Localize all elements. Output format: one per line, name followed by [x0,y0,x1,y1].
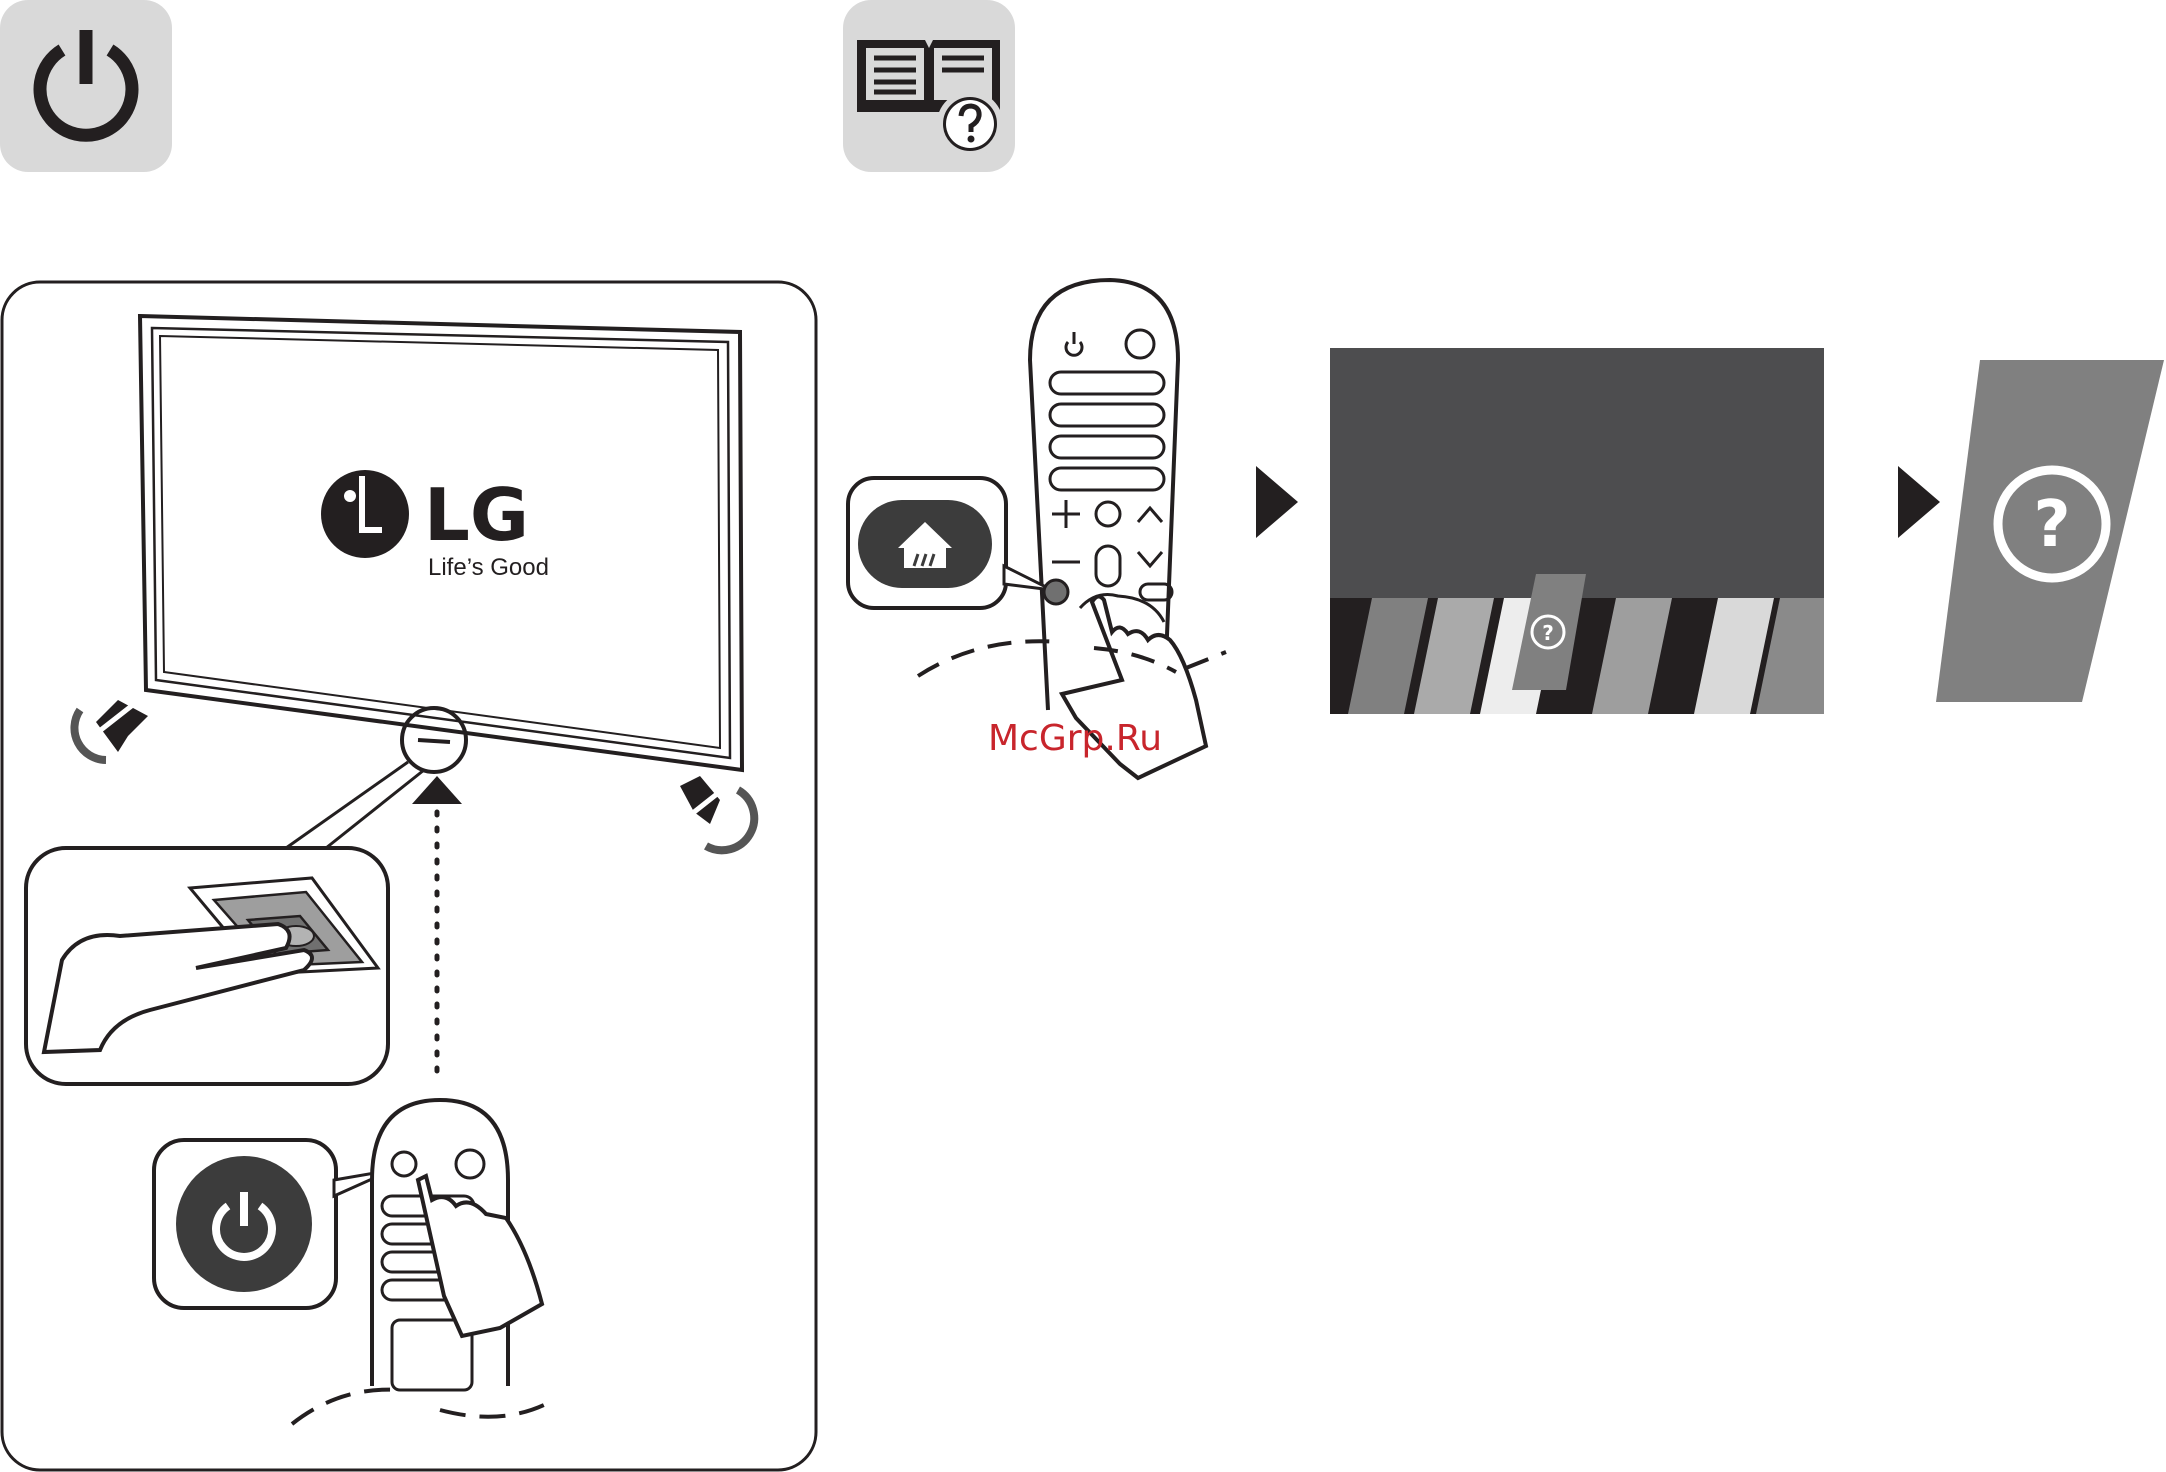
home-screen: ? [1330,348,1824,714]
help-panel: ? [1936,360,2164,702]
watermark-text: McGrp.Ru [988,718,1162,759]
manual-tile [843,0,1015,172]
next-arrow-1 [1256,466,1298,538]
sound-off-icon-left [74,700,148,760]
remote-power-press [154,1100,546,1424]
tv-set: LG Life’s Good [140,316,742,848]
up-arrow-dotted [412,776,462,1084]
svg-text:?: ? [1542,621,1554,645]
power-tile [0,0,172,172]
lg-tagline: Life’s Good [428,554,549,581]
next-arrow-2 [1898,466,1940,538]
lg-brand-text: LG [424,473,529,557]
sound-off-icon-right [680,776,754,850]
remote-home-press [848,280,1226,778]
svg-text:?: ? [2033,488,2070,562]
joystick-closeup-bubble [26,848,388,1084]
